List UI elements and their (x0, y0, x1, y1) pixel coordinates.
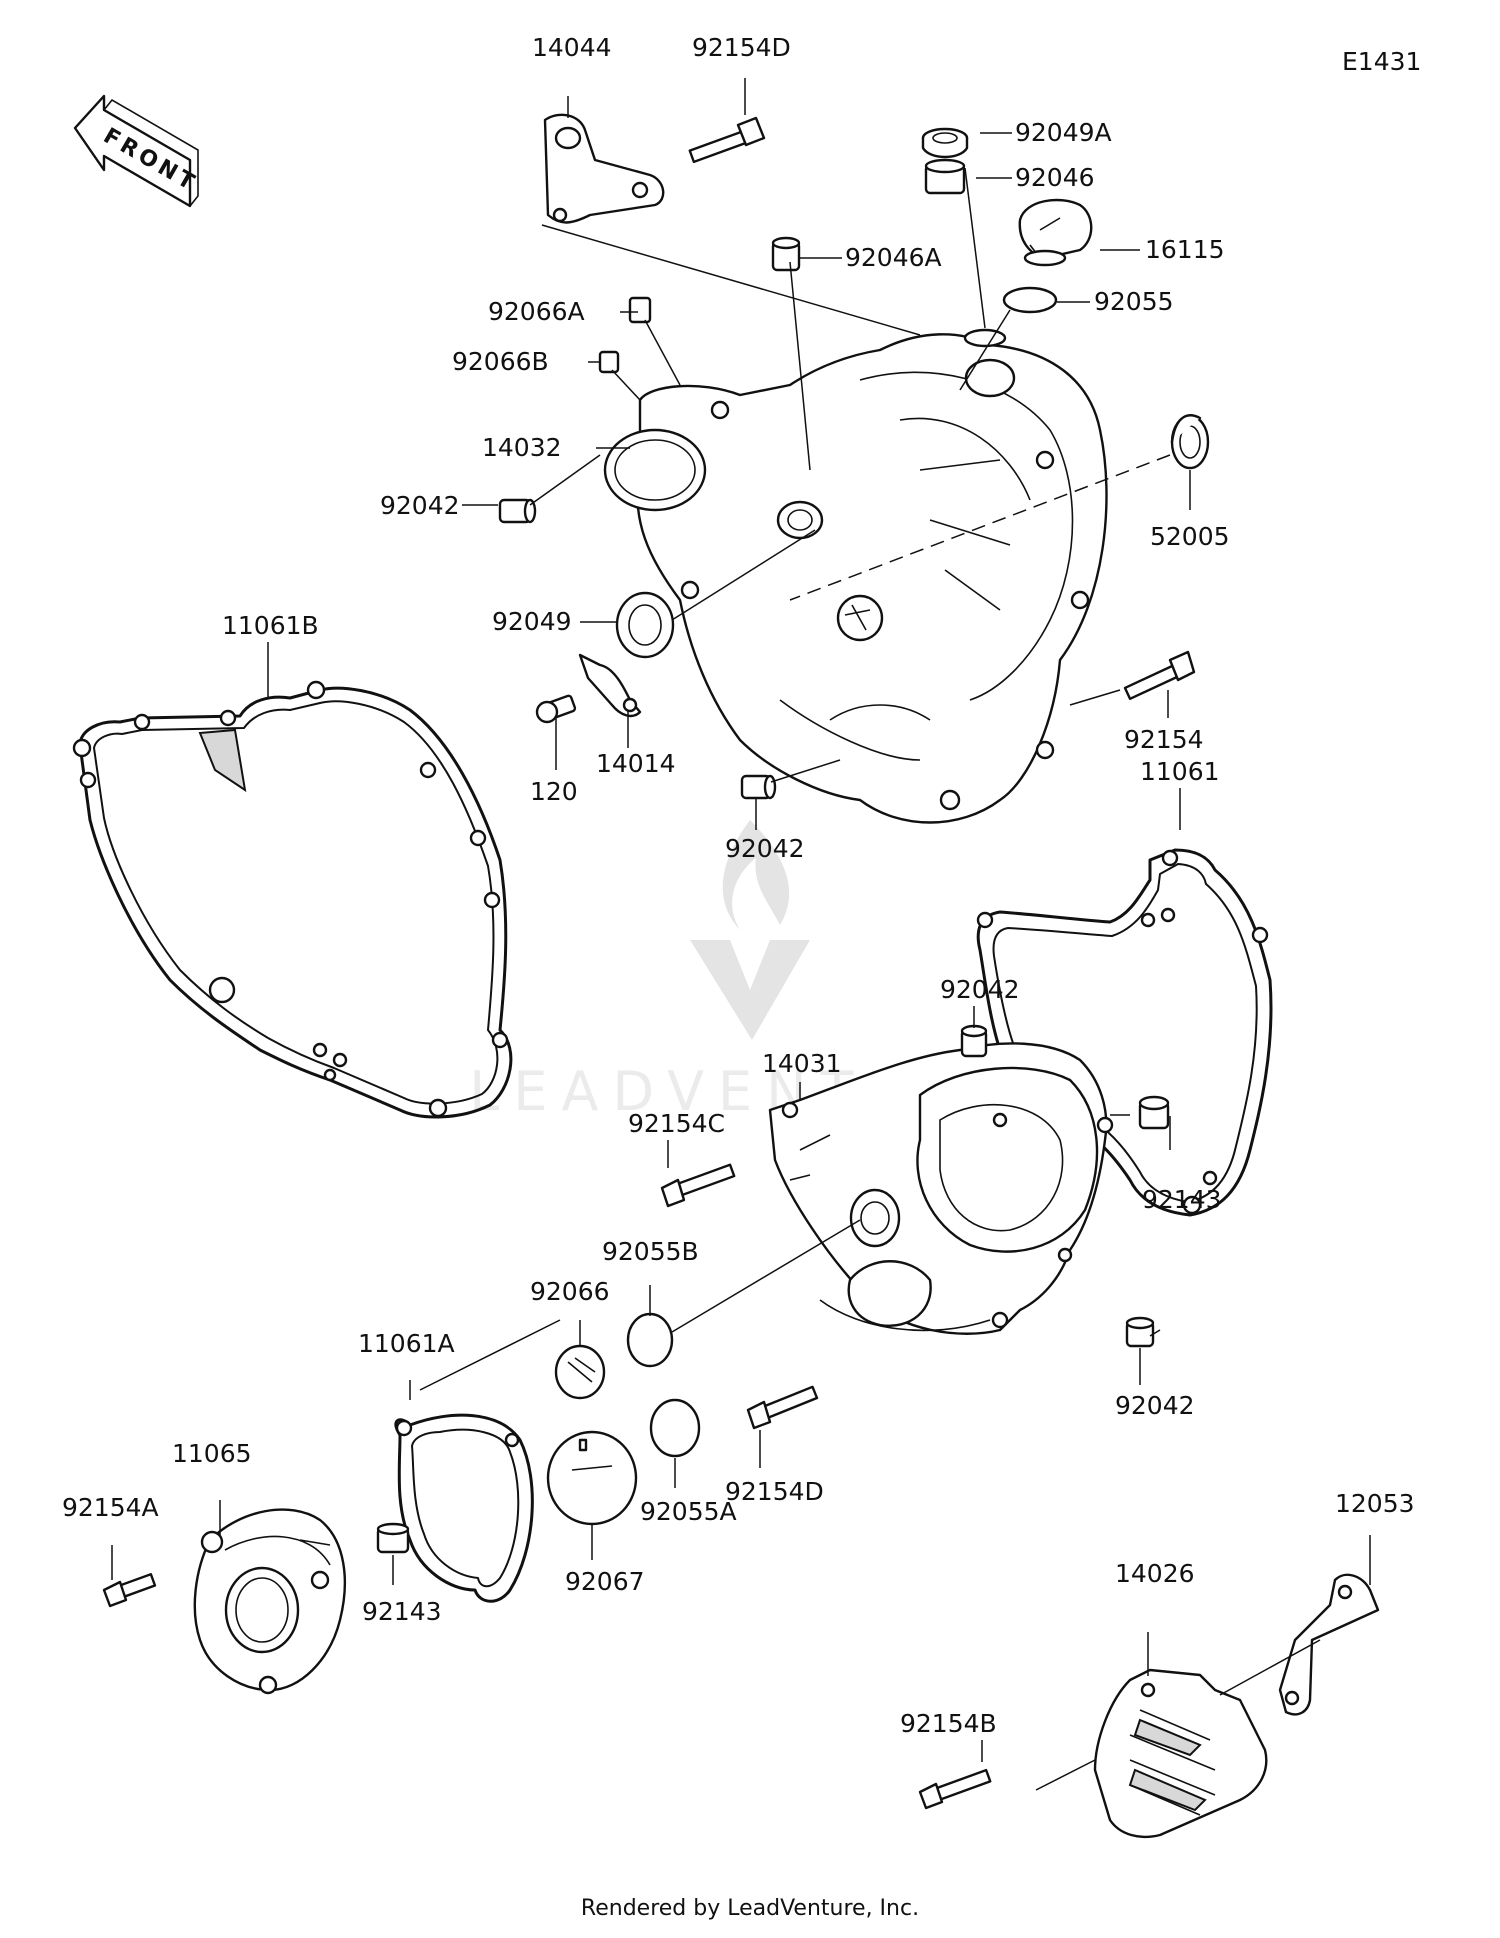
plug-92066 (554, 1344, 606, 1400)
plug-92067 (546, 1430, 638, 1526)
label-92154D-top: 92154D (692, 33, 791, 62)
label-92046A: 92046A (845, 243, 942, 272)
dowel-92042-c (960, 1024, 988, 1058)
label-14014: 14014 (596, 749, 676, 778)
oil-seal-92049 (615, 591, 675, 659)
label-92046: 92046 (1015, 163, 1095, 192)
front-arrow-depth (103, 98, 199, 207)
label-92042-a: 92042 (380, 491, 460, 520)
dowel-92042-a (498, 498, 537, 524)
bracket-12053 (1278, 1573, 1380, 1716)
label-92042-c: 92042 (940, 975, 1020, 1004)
label-16115: 16115 (1145, 235, 1225, 264)
label-92066B: 92066B (452, 347, 549, 376)
label-92055: 92055 (1094, 287, 1174, 316)
label-92055B: 92055B (602, 1237, 699, 1266)
label-92042-b: 92042 (725, 834, 805, 863)
label-92049: 92049 (492, 607, 572, 636)
front-arrow-icon (73, 94, 192, 208)
collar-92143-left (376, 1522, 410, 1554)
label-92049A: 92049A (1015, 118, 1112, 147)
label-92042-d: 92042 (1115, 1391, 1195, 1420)
o-ring-92055 (1002, 286, 1058, 314)
bolt-92154A (102, 1573, 157, 1608)
footer-credit: Rendered by LeadVenture, Inc. (580, 1896, 920, 1921)
dowel-92042-d (1125, 1316, 1155, 1348)
label-11061B: 11061B (222, 611, 319, 640)
label-92066A: 92066A (488, 297, 585, 326)
bearing-92046A (771, 236, 801, 272)
label-52005: 52005 (1150, 522, 1230, 551)
bolt-92154 (1123, 650, 1196, 701)
bolt-92154D-bottom (746, 1385, 819, 1430)
front-direction-arrow: FRONT (73, 94, 202, 208)
label-11065: 11065 (172, 1439, 252, 1468)
bolt-92154C (660, 1163, 736, 1208)
oil-cap-16115 (1018, 198, 1093, 267)
bracket-14014 (578, 653, 642, 718)
bolt-120 (535, 694, 577, 724)
label-92154B: 92154B (900, 1709, 997, 1738)
label-14031: 14031 (762, 1049, 842, 1078)
watermark-flame-icon (722, 820, 790, 930)
label-92055A: 92055A (640, 1497, 737, 1526)
bolt-92154B (918, 1768, 992, 1810)
label-92154: 92154 (1124, 725, 1204, 754)
gasket-11061B (72, 680, 513, 1119)
bolt-92154D-top (688, 116, 766, 164)
bearing-92046 (924, 158, 966, 195)
diagram-code: E1431 (1342, 47, 1421, 76)
label-92143-left: 92143 (362, 1597, 442, 1626)
collar-92143-right (1138, 1095, 1170, 1130)
label-14026: 14026 (1115, 1559, 1195, 1588)
generator-cover-14031 (768, 1042, 1114, 1335)
label-92154C: 92154C (628, 1109, 725, 1138)
label-92143-right: 92143 (1142, 1185, 1222, 1214)
label-92154A: 92154A (62, 1493, 159, 1522)
guard-14026 (1093, 1668, 1268, 1839)
label-92067: 92067 (565, 1567, 645, 1596)
clutch-cover-14032 (603, 328, 1108, 824)
seal-92049A (921, 127, 969, 159)
label-11061: 11061 (1140, 757, 1220, 786)
part-labels: 14044 92154D 92049A 92046 92046A 16115 9… (62, 33, 1415, 1738)
watermark-v-icon (690, 940, 810, 1040)
plug-92066B (598, 350, 620, 374)
plug-92066A (628, 296, 652, 324)
label-12053: 12053 (1335, 1489, 1415, 1518)
o-ring-92055A (649, 1398, 701, 1458)
bracket-14044 (543, 113, 665, 224)
label-120: 120 (530, 777, 578, 806)
reference-lines (111, 78, 1371, 1791)
dowel-92042-b (740, 774, 777, 800)
label-14032: 14032 (482, 433, 562, 462)
oil-seal-52005 (1170, 414, 1210, 470)
gasket-11061A (394, 1413, 534, 1603)
label-92154D-bottom: 92154D (725, 1477, 824, 1506)
cover-11065 (193, 1508, 346, 1695)
label-92066: 92066 (530, 1277, 610, 1306)
label-11061A: 11061A (358, 1329, 455, 1358)
o-ring-92055B (626, 1312, 674, 1368)
label-14044: 14044 (532, 33, 612, 62)
